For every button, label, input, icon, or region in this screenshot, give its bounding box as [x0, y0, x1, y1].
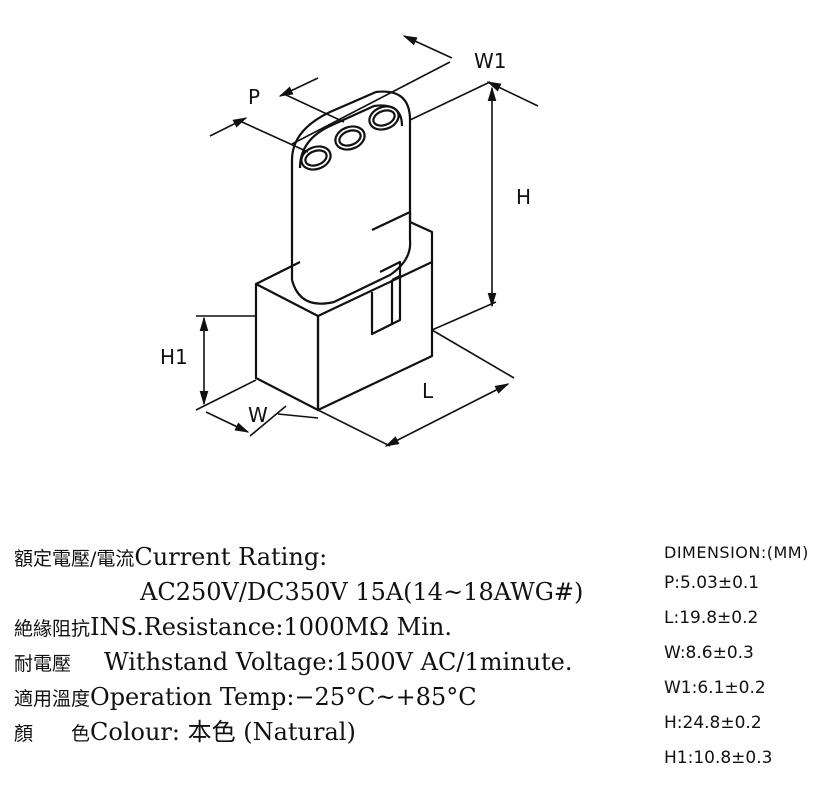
spec-rating-label: 額定電壓/電流 — [14, 548, 135, 570]
spec-rating-value: AC250V/DC350V 15A(14~18AWG#) — [14, 575, 654, 610]
spec-insulation-label: 絶緣阻抗 — [14, 618, 91, 640]
spec-withstand: 耐電壓 Withstand Voltage:1500V AC/1minute. — [14, 645, 654, 680]
dimension-h1 — [195, 315, 257, 411]
dimension-h1-value: H1:10.8±0.3 — [664, 748, 773, 768]
dimension-w1-value: W1:6.1±0.2 — [664, 678, 766, 698]
label-p: P — [248, 85, 260, 109]
dimension-table: DIMENSION:(MM) P:5.03±0.1 L:19.8±0.2 W:8… — [664, 540, 824, 776]
dimension-p-value: P:5.03±0.1 — [664, 573, 760, 593]
dimension-header: DIMENSION:(MM) — [664, 543, 809, 562]
label-h1: H1 — [160, 345, 188, 369]
spec-rating-value-text: AC250V/DC350V 15A(14~18AWG#) — [140, 578, 584, 606]
spec-insulation-text: INS.Resistance:1000MΩ Min. — [90, 613, 452, 641]
spec-insulation: 絶緣阻抗INS.Resistance:1000MΩ Min. — [14, 610, 654, 645]
dimension-h — [431, 86, 497, 331]
dimension-w — [205, 405, 319, 437]
dimension-l-value: L:19.8±0.2 — [664, 608, 759, 628]
spec-rating-text: Current Rating: — [134, 543, 328, 571]
label-l: L — [422, 379, 434, 403]
dimension-w-value: W:8.6±0.3 — [664, 643, 754, 663]
dimension-l — [317, 329, 515, 447]
spec-withstand-text: Withstand Voltage:1500V AC/1minute. — [104, 648, 573, 676]
spec-temperature-label: 適用溫度 — [14, 688, 91, 710]
wire-body — [290, 90, 412, 305]
spec-temperature-text: Operation Temp:−25°C~+85°C — [90, 683, 477, 711]
base-housing — [254, 210, 434, 412]
label-h: H — [516, 185, 531, 209]
spec-colour-text: Colour: 本色 (Natural) — [90, 718, 356, 746]
spec-colour-label: 顏 色 — [14, 723, 91, 745]
label-w: W — [248, 403, 268, 427]
label-w1: W1 — [474, 49, 507, 73]
spec-rating: 額定電壓/電流Current Rating: — [14, 540, 654, 575]
spec-list: 額定電壓/電流Current Rating: AC250V/DC350V 15A… — [14, 540, 654, 750]
dimension-p — [209, 77, 345, 153]
dimension-h-value: H:24.8±0.2 — [664, 713, 762, 733]
spec-temperature: 適用溫度Operation Temp:−25°C~+85°C — [14, 680, 654, 715]
terminal-holes — [300, 105, 400, 171]
dimension-w1 — [291, 35, 539, 145]
spec-withstand-label: 耐電壓 — [14, 653, 72, 675]
spec-colour: 顏 色Colour: 本色 (Natural) — [14, 715, 654, 750]
connector-drawing: P W1 H H1 W L — [160, 35, 539, 447]
